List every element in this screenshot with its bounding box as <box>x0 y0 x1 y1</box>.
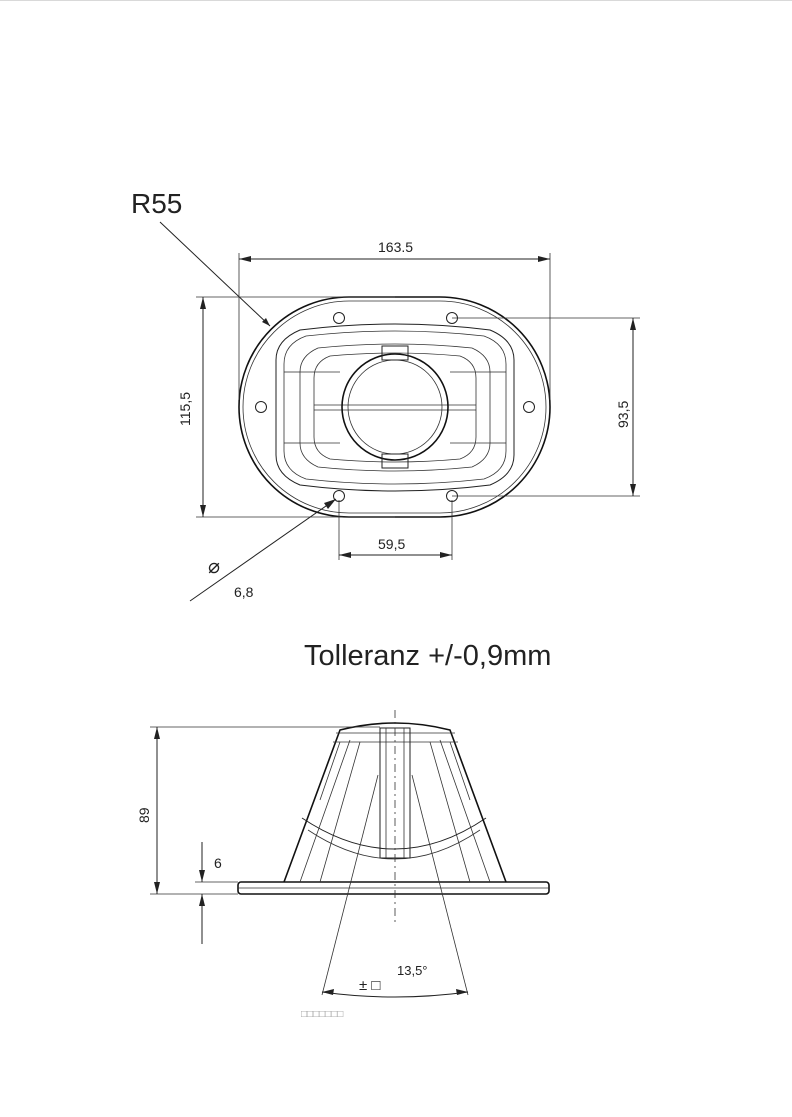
cone-mid-outline <box>283 330 507 485</box>
cone-inner-left <box>299 739 361 883</box>
base-thickness-label: 6 <box>214 855 222 871</box>
width-label: 163.5 <box>378 239 413 255</box>
height-label: 115,5 <box>177 392 193 426</box>
cone-outer-outline <box>275 323 515 492</box>
center-opening-inner <box>347 359 443 455</box>
angle-label: 13,5° <box>397 963 428 978</box>
slot-bottom <box>381 453 409 469</box>
slot-top <box>381 345 409 361</box>
hole-diameter-symbol: ⌀ <box>208 556 220 578</box>
tolerance-note: Tolleranz +/-0,9mm <box>304 640 551 672</box>
radius-label: R55 <box>131 188 182 219</box>
hole-diameter-leader <box>189 498 337 602</box>
saddle-curve-outer <box>301 817 487 850</box>
center-opening <box>341 353 449 461</box>
garbled-footer: □□□□□□□ <box>301 1009 343 1020</box>
angle-line-right <box>411 774 469 996</box>
hole-spacing-vertical-label: 93,5 <box>615 401 631 428</box>
cone-inner-outline <box>299 343 491 472</box>
page-top-border <box>0 0 792 1</box>
hole-diameter-label: 6,8 <box>234 584 254 600</box>
mount-hole-right <box>523 401 535 413</box>
cone-inner-right <box>429 739 491 883</box>
mount-hole-top-left <box>333 312 345 324</box>
saddle-curve-inner <box>307 829 481 860</box>
angle-line-left <box>321 774 379 996</box>
side-height-label: 89 <box>136 807 152 823</box>
angle-pm-label: ± □ <box>359 977 380 994</box>
flange-inner-edge <box>242 300 547 514</box>
radius-leader <box>159 221 271 327</box>
angle-arc <box>321 991 469 998</box>
cone-rib-outline <box>313 352 477 463</box>
side-view: 13,5° ± □ 89 6 <box>136 710 550 998</box>
hole-spacing-horizontal-label: 59,5 <box>378 536 405 552</box>
mount-hole-left <box>255 401 267 413</box>
top-view: R55 163.5 115,5 93,5 <box>131 188 640 602</box>
